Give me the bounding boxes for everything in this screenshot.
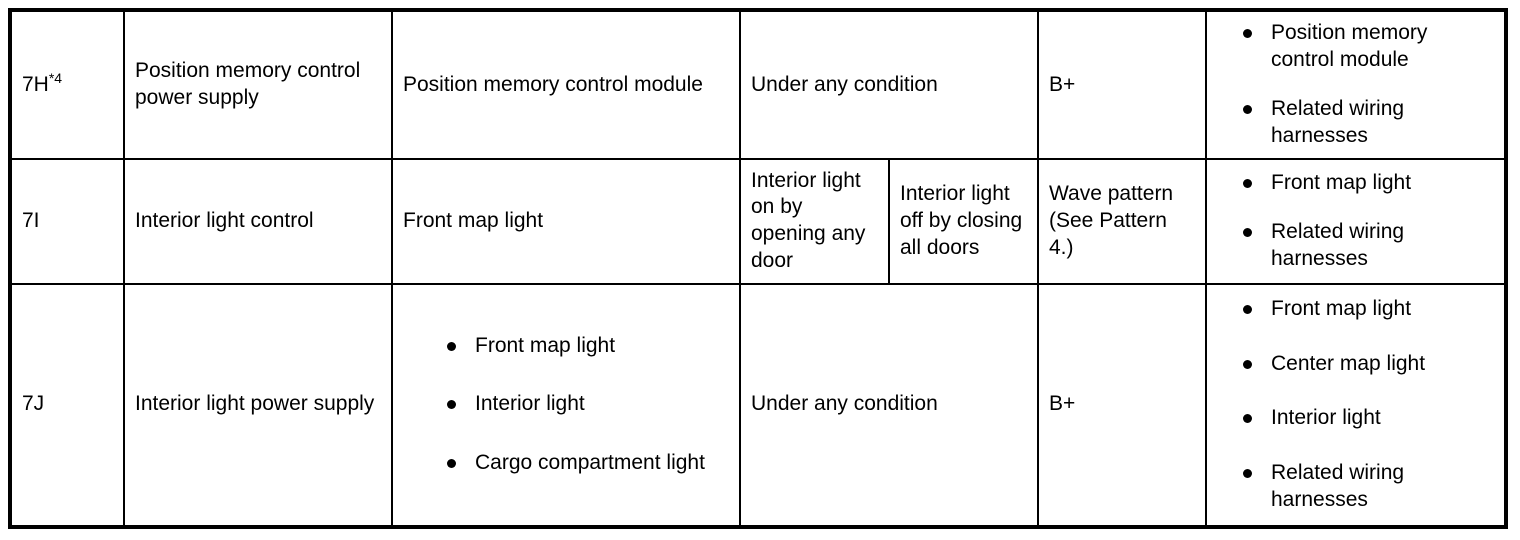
table-row: 7I Interior light control Front map ligh… bbox=[9, 158, 1507, 285]
bullet-icon bbox=[447, 341, 456, 351]
row-component-cell: Front map light Interior light Cargo com… bbox=[391, 282, 741, 529]
row-signal-cell: B+ bbox=[1037, 8, 1207, 161]
list-item: Center map light bbox=[1243, 351, 1494, 378]
list-item-label: Front map light bbox=[1271, 296, 1412, 320]
list-item-label: Interior light bbox=[1271, 406, 1381, 430]
related-parts-list: Position memory control module Related w… bbox=[1217, 20, 1494, 150]
bullet-icon bbox=[1243, 414, 1252, 424]
row-code-cell: 7H*4 bbox=[9, 8, 125, 161]
row-related-cell: Position memory control module Related w… bbox=[1205, 8, 1507, 161]
row-component-cell: Position memory control module bbox=[391, 8, 741, 161]
bullet-icon bbox=[1243, 304, 1252, 314]
bullet-icon bbox=[447, 400, 456, 410]
row-related-cell: Front map light Center map light Interio… bbox=[1205, 282, 1507, 529]
list-item-label: Cargo compartment light bbox=[475, 451, 705, 475]
list-item: Front map light bbox=[1243, 296, 1494, 323]
list-item: Front map light bbox=[1243, 170, 1494, 197]
list-item: Front map light bbox=[447, 333, 729, 360]
bullet-icon bbox=[1243, 359, 1252, 369]
related-parts-list: Front map light Related wiring harnesses bbox=[1217, 170, 1494, 273]
list-item: Interior light bbox=[1243, 405, 1494, 432]
list-item-label: Related wiring harnesses bbox=[1271, 219, 1405, 270]
row-name-cell: Interior light control bbox=[123, 158, 393, 285]
list-item-label: Position memory control module bbox=[1271, 21, 1428, 72]
list-item-label: Related wiring harnesses bbox=[1271, 461, 1405, 512]
bullet-icon bbox=[1243, 29, 1252, 39]
row-condition-cell-a: Interior light on by opening any door bbox=[739, 158, 890, 285]
row-code-text: 7J bbox=[22, 392, 45, 416]
row-code-text: 7I bbox=[22, 208, 40, 232]
list-item-label: Front map light bbox=[475, 333, 616, 357]
list-item-label: Front map light bbox=[1271, 171, 1412, 195]
row-component-cell: Front map light bbox=[391, 158, 741, 285]
bullet-icon bbox=[447, 459, 456, 469]
row-signal-cell: Wave pattern (See Pattern 4.) bbox=[1037, 158, 1207, 285]
list-item: Related wiring harnesses bbox=[1243, 96, 1494, 150]
list-item-label: Interior light bbox=[475, 392, 585, 416]
row-code-footnote: *4 bbox=[48, 69, 63, 86]
list-item: Related wiring harnesses bbox=[1243, 460, 1494, 514]
component-list: Front map light Interior light Cargo com… bbox=[403, 333, 729, 478]
list-item: Cargo compartment light bbox=[447, 450, 729, 477]
row-code-cell: 7I bbox=[9, 158, 125, 285]
row-related-cell: Front map light Related wiring harnesses bbox=[1205, 158, 1507, 285]
row-condition-cell-b: Interior light off by closing all doors bbox=[888, 158, 1039, 285]
row-name-cell: Position memory control power supply bbox=[123, 8, 393, 161]
list-item-label: Center map light bbox=[1271, 351, 1426, 375]
table-row: 7H*4 Position memory control power suppl… bbox=[9, 8, 1507, 161]
list-item: Related wiring harnesses bbox=[1243, 219, 1494, 273]
row-name-cell: Interior light power supply bbox=[123, 282, 393, 529]
specification-table: 7H*4 Position memory control power suppl… bbox=[8, 8, 1508, 529]
list-item: Position memory control module bbox=[1243, 20, 1494, 74]
related-parts-list: Front map light Center map light Interio… bbox=[1217, 296, 1494, 514]
row-signal-cell: B+ bbox=[1037, 282, 1207, 529]
row-code-cell: 7J bbox=[9, 282, 125, 529]
list-item-label: Related wiring harnesses bbox=[1271, 97, 1405, 147]
table-row: 7J Interior light power supply Front map… bbox=[9, 282, 1507, 529]
row-condition-cell: Under any condition bbox=[739, 8, 1039, 161]
bullet-icon bbox=[1243, 179, 1252, 189]
bullet-icon bbox=[1243, 227, 1252, 237]
row-code-text: 7H bbox=[22, 72, 49, 96]
row-condition-cell: Under any condition bbox=[739, 282, 1039, 529]
spec-table-container: 7H*4 Position memory control power suppl… bbox=[8, 8, 1508, 529]
list-item: Interior light bbox=[447, 391, 729, 418]
bullet-icon bbox=[1243, 469, 1252, 479]
bullet-icon bbox=[1243, 105, 1252, 115]
